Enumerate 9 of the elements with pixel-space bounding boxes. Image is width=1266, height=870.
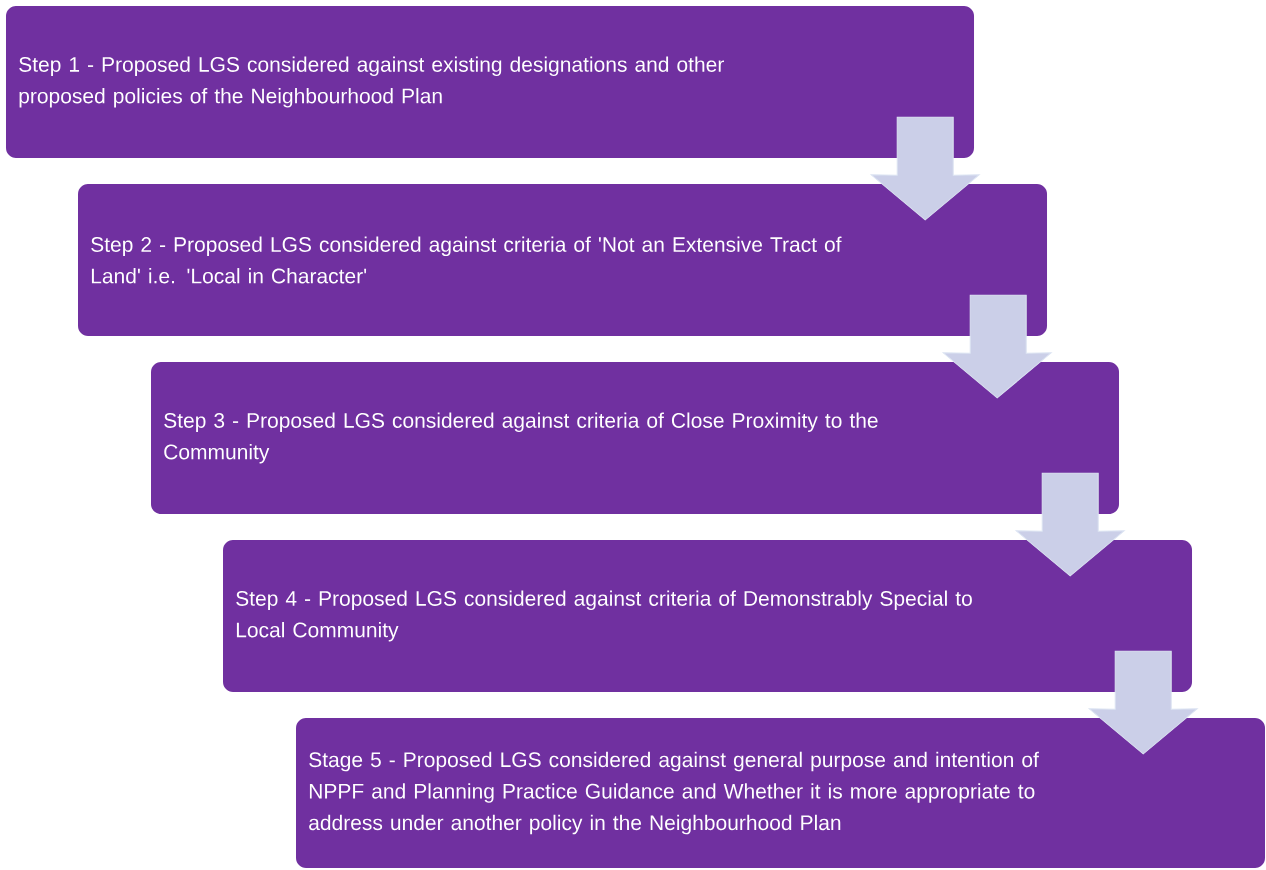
block-arrow xyxy=(1088,650,1198,755)
step-box: Step 4 - Proposed LGS considered against criteria of Demonstrably Special to Local Community xyxy=(223,540,1192,692)
step-box: Step 1 - Proposed LGS considered against existing designations and other proposed policies of the Neighbourhood Plan xyxy=(6,6,974,158)
block-arrow xyxy=(942,294,1052,399)
step-box: Step 2 - Proposed LGS considered against criteria of 'Not an Extensive Tract of Land' i.e. 'Local in Character' xyxy=(78,184,1047,336)
block-arrow xyxy=(1015,472,1125,577)
block-arrow xyxy=(870,116,980,221)
step-box: Stage 5 - Proposed LGS considered against general purpose and intention of NPPF and Planning Practice Guidance and Whether it is more appropriate to address under another policy in the Neighbourhood Plan xyxy=(296,718,1265,868)
step-box: Step 3 - Proposed LGS considered against criteria of Close Proximity to the Community xyxy=(151,362,1119,514)
